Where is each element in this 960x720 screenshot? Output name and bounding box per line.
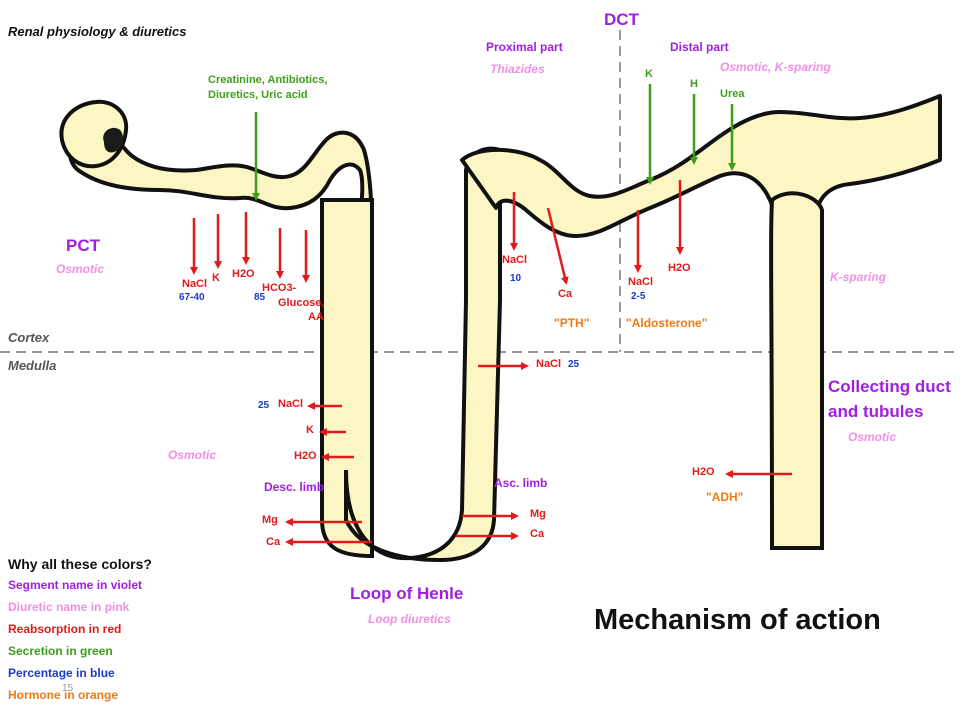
- color-legend: Why all these colors? Segment name in vi…: [8, 556, 152, 706]
- loop-desc-mg-label: Mg: [262, 514, 278, 526]
- diagram-title: Renal physiology & diuretics: [8, 24, 187, 39]
- pct-secretion-line-2: Diuretics, Uric acid: [208, 89, 308, 101]
- loop-asc-nacl-percentage: 25: [568, 359, 580, 370]
- dct-proximal-diuretic: Thiazides: [490, 62, 545, 76]
- page-number: 15: [62, 683, 74, 694]
- pct-h2o-label: H2O: [232, 268, 255, 280]
- pct-nacl-label: NaCl: [182, 278, 208, 290]
- legend-item-orange: Hormone in orange: [8, 688, 119, 702]
- loop-diuretic-name: Loop diuretics: [368, 612, 451, 626]
- dct-proximal-part: Proximal part: [486, 40, 563, 54]
- dct-distal-diuretic: Osmotic, K-sparing: [720, 60, 831, 74]
- legend-item-blue: Percentage in blue: [8, 666, 115, 680]
- dct-distal-part: Distal part: [670, 40, 729, 54]
- collecting-duct: [769, 191, 824, 550]
- legend-item-violet: Segment name in violet: [8, 578, 143, 592]
- collecting-h2o-label: H2O: [692, 466, 715, 478]
- glomerulus: [103, 127, 123, 153]
- dct-h2o-label: H2O: [668, 262, 691, 274]
- pct-secretion-line-1: Creatinine, Antibiotics,: [208, 74, 328, 86]
- k-sparing-diuretic: K-sparing: [830, 270, 887, 284]
- collecting-duct-name-line-1: Collecting duct: [828, 377, 951, 396]
- aldosterone-hormone: "Aldosterone": [626, 316, 708, 330]
- loop-asc-ca-label: Ca: [530, 528, 545, 540]
- medulla-label: Medulla: [8, 358, 57, 373]
- legend-item-pink: Diuretic name in pink: [8, 600, 130, 614]
- asc-limb-label: Asc. limb: [494, 476, 548, 490]
- dct-ca-arrow: [546, 207, 569, 285]
- dct-nacl-prox-label: NaCl: [502, 254, 528, 266]
- pct-nacl-percentage: 67-40: [179, 292, 205, 303]
- desc-limb-label: Desc. limb: [264, 480, 325, 494]
- adh-hormone: "ADH": [706, 490, 744, 504]
- cortex-label: Cortex: [8, 330, 50, 345]
- dct-nacl-dist-label: NaCl: [628, 276, 654, 288]
- dct-urea-secretion-label: Urea: [720, 88, 745, 100]
- pct-k-label: K: [212, 272, 220, 284]
- loop-desc-nacl-percentage: 25: [258, 400, 270, 411]
- loop-desc-diuretic: Osmotic: [168, 448, 217, 462]
- slide-title: Mechanism of action: [594, 604, 881, 636]
- legend-item-green: Secretion in green: [8, 644, 113, 658]
- pct-hco3-percentage: 85: [254, 292, 266, 303]
- loop-desc-k-label: K: [306, 424, 314, 436]
- pct-secretion-label: Creatinine, Antibiotics, Diuretics, Uric…: [208, 73, 327, 103]
- loop-of-henle-name: Loop of Henle: [350, 584, 464, 603]
- dct-tubule: [460, 94, 942, 238]
- dct-segment-name: DCT: [604, 10, 639, 29]
- pct-hco3-label: HCO3-: [262, 282, 297, 294]
- legend-title: Why all these colors?: [8, 556, 152, 572]
- collecting-duct-diuretic: Osmotic: [848, 430, 897, 444]
- loop-desc-nacl-label: NaCl: [278, 398, 304, 410]
- dct-nacl-prox-percentage: 10: [510, 273, 522, 284]
- legend-item-red: Reabsorption in red: [8, 622, 122, 636]
- loop-desc-ca-label: Ca: [266, 536, 281, 548]
- dct-h-secretion-label: H: [690, 78, 698, 90]
- pth-hormone: "PTH": [554, 316, 590, 330]
- pct-diuretic-name: Osmotic: [56, 262, 105, 276]
- dct-ca-label: Ca: [558, 288, 573, 300]
- collecting-duct-name: Collecting duct and tubules: [828, 374, 951, 424]
- dct-nacl-dist-percentage: 2-5: [631, 291, 646, 302]
- loop-asc-mg-label: Mg: [530, 508, 546, 520]
- dct-k-secretion-label: K: [645, 68, 653, 80]
- loop-asc-nacl-label: NaCl: [536, 358, 562, 370]
- pct-glucose-label: Glucose,: [278, 297, 325, 309]
- loop-desc-h2o-label: H2O: [294, 450, 317, 462]
- collecting-duct-name-line-2: and tubules: [828, 402, 924, 421]
- pct-segment-name: PCT: [66, 236, 100, 255]
- pct-aa-label: AA: [308, 311, 324, 323]
